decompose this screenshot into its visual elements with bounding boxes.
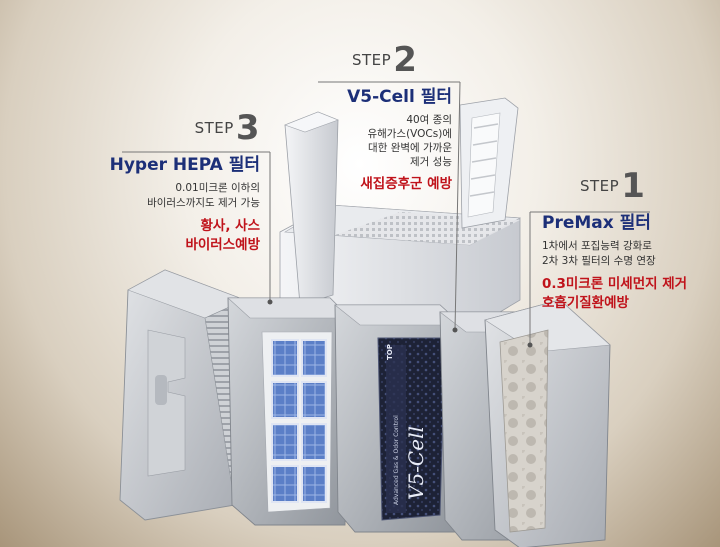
step-3-desc-line: 0.01미크론 이하의	[175, 182, 260, 194]
step-1-benefit-line: 0.3미크론 미세먼지 제거	[542, 276, 688, 292]
hepa-filter-module	[227, 297, 351, 526]
step-3-desc-line: 바이러스까지도 제거 가능	[147, 197, 260, 209]
step-3-benefit-line: 황사, 사스	[200, 218, 260, 234]
step-3-callout: STEP3 Hyper HEPA 필터 0.01미크론 이하의 바이러스까지도 …	[95, 108, 260, 255]
step-3-number: 3	[235, 108, 260, 148]
v5-cell-filter-module: V5-Cell Advanced Gas & Odor Control TOP	[334, 304, 463, 533]
step-3-title: Hyper HEPA 필터	[109, 155, 260, 175]
v5-cell-sublabel: Advanced Gas & Odor Control	[393, 415, 400, 505]
step-1-label: STEP1	[542, 166, 712, 206]
step-2-text: STEP	[352, 51, 392, 69]
step-2-desc-line: 제거 성능	[410, 156, 452, 168]
step-1-benefit-line: 호흡기질환예방	[542, 295, 629, 311]
step-3-label: STEP3	[95, 108, 260, 148]
step-2-desc-line: 유해가스(VOCs)에	[367, 128, 452, 140]
step-1-text: STEP	[580, 177, 620, 195]
step-3-benefit: 황사, 사스 바이러스예방	[95, 217, 260, 255]
callout-leader-lines	[122, 81, 650, 345]
step-1-desc-line: 1차에서 포집능력 강화로	[542, 240, 652, 252]
front-housing	[484, 299, 611, 547]
step-3-benefit-line: 바이러스예방	[185, 237, 260, 253]
step-1-number: 1	[621, 166, 646, 206]
step-1-desc-line: 2차 3차 필터의 수명 연장	[542, 255, 656, 267]
step-2-benefit-line: 새집증후군 예방	[360, 176, 452, 192]
step-2-benefit: 새집증후군 예방	[300, 175, 452, 194]
top-label: TOP	[386, 344, 394, 360]
step-2-number: 2	[393, 40, 418, 80]
step-2-desc-line: 대한 완벽에 가까운	[368, 142, 452, 154]
step-2-desc-line: 40여 종의	[406, 114, 452, 126]
step-2-callout: STEP2 V5-Cell 필터 40여 종의 유해가스(VOCs)에 대한 완…	[300, 40, 452, 194]
step-1-callout: STEP1 PreMax 필터 1차에서 포집능력 강화로 2차 3차 필터의 …	[542, 166, 712, 313]
step-3-text: STEP	[194, 119, 234, 137]
step-1-benefit: 0.3미크론 미세먼지 제거 호흡기질환예방	[542, 275, 712, 313]
callout-dots	[267, 299, 533, 348]
step-1-title: PreMax 필터	[542, 213, 651, 233]
step-3-description: 0.01미크론 이하의 바이러스까지도 제거 가능	[95, 181, 260, 211]
step-1-description: 1차에서 포집능력 강화로 2차 3차 필터의 수명 연장	[542, 239, 712, 269]
v5-cell-label: V5-Cell	[404, 426, 428, 500]
hepa-panel-standing	[284, 111, 339, 306]
step-2-description: 40여 종의 유해가스(VOCs)에 대한 완벽에 가까운 제거 성능	[300, 113, 452, 169]
premax-frame-standing	[459, 97, 519, 229]
step-2-label: STEP2	[300, 40, 452, 80]
step-2-title: V5-Cell 필터	[347, 87, 452, 107]
